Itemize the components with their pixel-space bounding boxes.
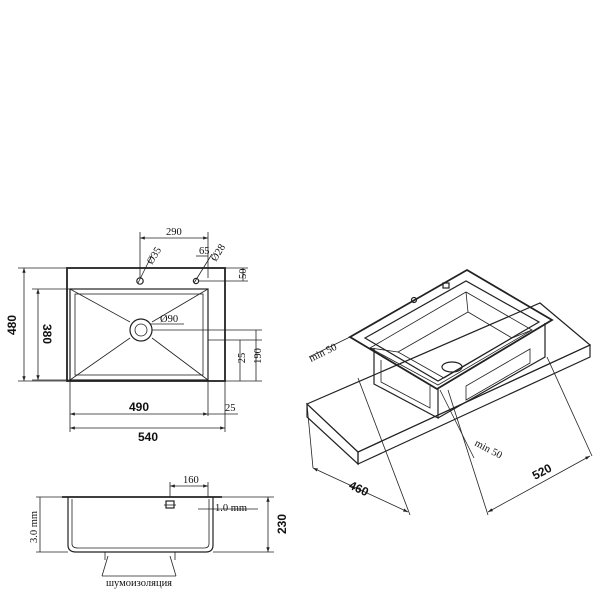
drain-outline — [129, 318, 153, 342]
leader-line — [137, 254, 153, 284]
sink-rim — [348, 268, 554, 391]
bowl-fold-line — [151, 288, 209, 323]
dim-min50-right-label: min 50 — [473, 438, 504, 462]
leader-line — [101, 555, 109, 577]
bowl-edge — [465, 291, 469, 313]
leader-line — [193, 253, 213, 284]
leader-line — [308, 336, 351, 358]
dim-wall-label: 3.0 mm — [29, 511, 40, 543]
dim-min50-left-label: min 50 — [307, 342, 338, 365]
dim-25-horizontal-label: 25 — [225, 403, 236, 414]
bowl-fold-line — [69, 288, 131, 323]
dim-540-label: 540 — [138, 430, 158, 444]
bowl-section-outer — [67, 497, 214, 553]
iso-faucet-hole-2 — [442, 282, 450, 289]
dim-490-label: 490 — [129, 400, 149, 414]
drain-inner — [134, 323, 148, 337]
bowl-edge — [369, 347, 399, 353]
countertop-top — [305, 302, 592, 453]
overflow-detail — [165, 500, 175, 509]
bowl-underside-panel — [465, 348, 531, 401]
dim-160-label: 160 — [183, 475, 199, 486]
dim-380-label: 380 — [40, 324, 54, 344]
dim-290-label: 290 — [166, 227, 182, 238]
bowl-underside-panel — [380, 360, 431, 409]
dim-dia28-label: Ø28 — [209, 242, 228, 263]
dim-65-label: 65 — [199, 246, 210, 257]
dim-dia35-label: Ø35 — [145, 245, 164, 266]
dim-230-label: 230 — [275, 514, 289, 534]
dimension-line-460 — [312, 467, 409, 513]
extension-line — [546, 356, 593, 457]
bowl-inner-edge — [74, 293, 204, 376]
insulation-label: шумоизоляция — [106, 578, 172, 589]
bowl-fold-line — [69, 337, 131, 381]
dim-480-label: 480 — [5, 315, 19, 335]
extension-line — [447, 389, 489, 516]
countertop-side — [357, 344, 591, 465]
dim-dia90-label: Ø90 — [160, 314, 178, 325]
leader-line — [169, 555, 177, 577]
bowl-fold-line — [151, 337, 209, 381]
bowl-section-inner — [71, 499, 210, 549]
top-view: 290 Ø35 65 Ø28 50 380 480 Ø90 25 — [5, 227, 264, 444]
sink-outline — [66, 267, 226, 382]
bowl-underside-right — [437, 323, 546, 419]
sink-rim-inner — [363, 280, 541, 382]
bowl-underside-left — [373, 348, 439, 419]
dim-190-label: 190 — [253, 348, 264, 364]
iso-drain — [441, 361, 463, 373]
extension-line — [306, 403, 314, 469]
leader-line — [439, 389, 475, 459]
iso-faucet-hole-1 — [410, 296, 418, 304]
isometric-view: min 50 min 50 460 520 — [305, 268, 593, 516]
dim-50-label: 50 — [238, 269, 249, 280]
section-view: 160 1.0 mm 3.0 mm 230 шумоизоляция — [29, 475, 289, 589]
dim-460-label: 460 — [347, 478, 371, 499]
dim-thickness-label: 1.0 mm — [215, 503, 247, 514]
bowl-edge — [511, 329, 533, 339]
dim-25-vertical-label: 25 — [237, 353, 248, 364]
dimension-line-520 — [487, 455, 591, 513]
bowl-outline — [69, 288, 209, 381]
countertop-front — [306, 402, 359, 466]
bowl-top-edge — [369, 291, 533, 386]
dim-520-label: 520 — [530, 461, 555, 483]
